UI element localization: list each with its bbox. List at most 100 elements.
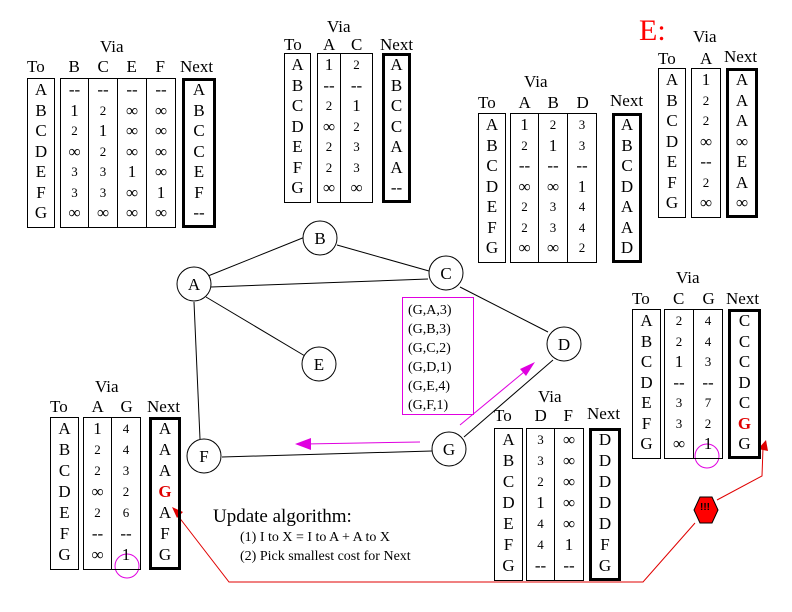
cost-cell[interactable]: 1 (520, 115, 529, 134)
cost-cell[interactable]: 1 (564, 535, 574, 554)
cost-cell[interactable]: -- (700, 152, 712, 171)
cost-cell[interactable]: ∞ (562, 514, 576, 533)
next-hop-cell[interactable]: B (193, 100, 205, 120)
next-hop-cell[interactable]: D (620, 238, 634, 257)
next-hop-cell[interactable]: -- (390, 178, 403, 197)
cost-cell[interactable]: -- (576, 156, 588, 175)
next-hop-cell[interactable]: A (158, 419, 172, 438)
cost-cell[interactable]: 3 (99, 164, 107, 179)
next-hop-cell[interactable]: B (621, 135, 633, 155)
cost-cell[interactable]: 3 (549, 219, 557, 235)
cost-cell[interactable]: -- (547, 156, 559, 175)
next-hop-cell[interactable]: A (735, 111, 749, 130)
cost-cell[interactable]: ∞ (91, 482, 104, 501)
cost-cell[interactable]: 4 (578, 219, 586, 235)
cost-cell[interactable]: 2 (71, 123, 78, 138)
cost-cell[interactable]: ∞ (699, 193, 713, 212)
cost-cell[interactable]: ∞ (154, 162, 168, 181)
node-f[interactable]: F (186, 438, 222, 474)
cost-cell[interactable]: -- (673, 372, 685, 392)
next-hop-cell[interactable]: D (738, 372, 751, 392)
next-hop-cell[interactable]: A (192, 80, 206, 99)
next-hop-cell[interactable]: A (390, 55, 403, 74)
cost-cell[interactable]: 2 (704, 415, 712, 431)
cost-cell[interactable]: -- (91, 524, 104, 543)
cost-cell[interactable]: 1 (577, 176, 587, 196)
next-hop-cell[interactable]: F (600, 535, 610, 554)
next-hop-cell[interactable]: C (738, 352, 751, 371)
cost-cell[interactable]: ∞ (699, 131, 713, 151)
next-hop-cell[interactable]: E (193, 162, 205, 181)
cost-cell[interactable]: 1 (352, 96, 361, 115)
cost-cell[interactable]: 1 (703, 434, 713, 453)
cost-cell[interactable]: 2 (99, 102, 107, 118)
node-a[interactable]: A (176, 266, 212, 302)
cost-cell[interactable]: ∞ (154, 121, 168, 140)
next-hop-cell[interactable]: G (158, 482, 172, 501)
next-hop-cell[interactable]: E (736, 152, 748, 171)
cost-cell[interactable]: ∞ (562, 430, 576, 449)
cost-cell[interactable]: ∞ (562, 451, 576, 470)
next-hop-cell[interactable]: D (598, 514, 612, 533)
cost-cell[interactable]: 2 (702, 113, 710, 128)
cost-cell[interactable]: ∞ (672, 434, 686, 453)
next-hop-cell[interactable]: F (160, 524, 170, 543)
cost-cell[interactable]: 2 (702, 92, 710, 108)
node-g[interactable]: G (431, 431, 467, 467)
cost-cell[interactable]: 2 (353, 57, 360, 72)
next-hop-cell[interactable]: A (390, 157, 403, 177)
cost-cell[interactable]: 2 (99, 143, 107, 159)
cost-cell[interactable]: 1 (674, 352, 684, 371)
next-hop-cell[interactable]: A (620, 197, 634, 216)
cost-cell[interactable]: 2 (325, 159, 333, 175)
cost-cell[interactable]: -- (323, 75, 335, 95)
next-hop-cell[interactable]: C (738, 311, 751, 330)
cost-cell[interactable]: ∞ (125, 141, 139, 161)
cost-cell[interactable]: 1 (93, 419, 102, 438)
next-hop-cell[interactable]: A (620, 115, 634, 134)
next-hop-cell[interactable]: F (194, 182, 204, 202)
next-hop-cell[interactable]: A (620, 217, 634, 237)
cost-cell[interactable]: ∞ (518, 238, 531, 257)
cost-cell[interactable]: 3 (353, 139, 360, 154)
cost-cell[interactable]: 1 (121, 545, 131, 564)
cost-cell[interactable]: ∞ (125, 100, 139, 120)
next-hop-cell[interactable]: C (390, 116, 403, 136)
cost-cell[interactable]: 6 (122, 505, 130, 520)
cost-cell[interactable]: 2 (94, 505, 101, 520)
cost-cell[interactable]: 3 (71, 164, 78, 179)
next-hop-cell[interactable]: C (193, 121, 205, 140)
cost-cell[interactable]: 3 (122, 463, 130, 478)
next-hop-cell[interactable]: B (390, 75, 403, 95)
cost-cell[interactable]: ∞ (154, 100, 168, 120)
cost-cell[interactable]: 4 (122, 442, 130, 457)
node-e[interactable]: E (301, 346, 337, 382)
node-b[interactable]: B (302, 220, 338, 256)
cost-cell[interactable]: 2 (325, 139, 333, 154)
next-hop-cell[interactable]: A (158, 503, 172, 522)
cost-cell[interactable]: 1 (548, 135, 558, 155)
cost-cell[interactable]: 1 (156, 182, 166, 202)
next-hop-cell[interactable]: A (735, 172, 749, 192)
cost-cell[interactable]: -- (97, 80, 109, 99)
cost-cell[interactable]: ∞ (350, 178, 363, 197)
next-hop-cell[interactable]: A (735, 90, 749, 110)
cost-cell[interactable]: ∞ (154, 141, 168, 161)
cost-cell[interactable]: -- (155, 80, 167, 99)
cost-cell[interactable]: 4 (122, 421, 130, 436)
cost-cell[interactable]: 2 (122, 484, 130, 499)
cost-cell[interactable]: 2 (94, 442, 101, 457)
cost-cell[interactable]: 4 (704, 333, 712, 349)
cost-cell[interactable]: 2 (537, 474, 544, 489)
cost-cell[interactable]: 3 (675, 415, 683, 431)
cost-cell[interactable]: 1 (701, 70, 711, 89)
next-hop-cell[interactable]: -- (193, 203, 205, 222)
cost-cell[interactable]: 2 (675, 313, 683, 328)
cost-cell[interactable]: ∞ (562, 472, 576, 491)
cost-cell[interactable]: ∞ (546, 176, 560, 196)
cost-cell[interactable]: 4 (578, 199, 586, 214)
cost-cell[interactable]: -- (702, 372, 714, 392)
next-hop-cell[interactable]: A (390, 137, 403, 156)
cost-cell[interactable]: ∞ (322, 178, 336, 197)
next-hop-cell[interactable]: ∞ (735, 131, 749, 151)
